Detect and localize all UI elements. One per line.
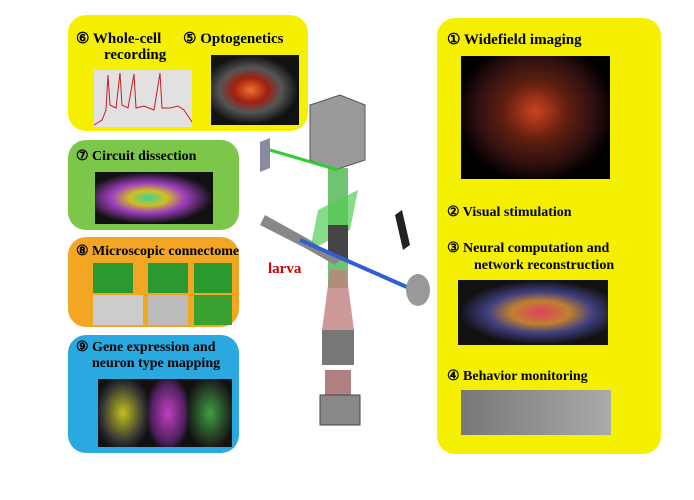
larva-label: larva bbox=[268, 261, 302, 277]
panel-connectome: ⑧ Microscopic connectome bbox=[68, 237, 239, 327]
widefield-image bbox=[461, 56, 610, 179]
connectome-em-image bbox=[148, 295, 188, 325]
gene-title-2: neuron type mapping bbox=[92, 356, 221, 371]
circuit-image bbox=[95, 172, 213, 224]
behavior-title: ④ Behavior monitoring bbox=[447, 369, 588, 384]
panel-circuit-dissection: ⑦ Circuit dissection bbox=[68, 140, 239, 230]
screen bbox=[395, 210, 410, 250]
panel-gene-expression: ⑨ Gene expression and neuron type mappin… bbox=[68, 335, 239, 453]
connectome-image bbox=[194, 263, 232, 293]
gene-image-magenta bbox=[148, 379, 188, 447]
connectome-image bbox=[194, 295, 232, 325]
microscope-diagram bbox=[260, 94, 430, 426]
camera-box bbox=[309, 94, 366, 171]
connectome-em-image bbox=[93, 295, 143, 325]
neural-title: ③ Neural computation and bbox=[447, 241, 610, 256]
laser-beam bbox=[299, 238, 426, 297]
stage-part bbox=[406, 274, 430, 306]
optogenetics-title: ⑤ Optogenetics bbox=[183, 31, 284, 47]
base-camera bbox=[319, 394, 361, 426]
whole-cell-title: ⑥ Whole-cell bbox=[76, 31, 162, 47]
connectome-title: ⑧ Microscopic connectome bbox=[76, 244, 240, 259]
lens-lower bbox=[325, 370, 351, 395]
gene-image-yellow bbox=[98, 379, 148, 447]
connectome-image bbox=[93, 263, 133, 293]
circuit-title: ⑦ Circuit dissection bbox=[76, 149, 197, 164]
behavior-image bbox=[461, 390, 611, 435]
whole-cell-title-2: recording bbox=[104, 47, 167, 63]
objective-top bbox=[328, 225, 348, 260]
neural-title-2: network reconstruction bbox=[474, 258, 615, 273]
voltage-trace-image bbox=[94, 70, 192, 127]
mirror bbox=[260, 138, 270, 172]
network-image bbox=[458, 280, 608, 345]
optogenetics-image bbox=[211, 55, 299, 125]
visual-title: ② Visual stimulation bbox=[447, 205, 572, 220]
panel-right: ① Widefield imaging ② Visual stimulation… bbox=[437, 18, 661, 454]
panel-recording-optogenetics: ⑥ Whole-cell recording ⑤ Optogenetics bbox=[68, 15, 308, 131]
connectome-image bbox=[148, 263, 188, 293]
widefield-title: ① Widefield imaging bbox=[447, 32, 582, 48]
gene-title: ⑨ Gene expression and bbox=[76, 340, 216, 355]
gene-image-green bbox=[188, 379, 232, 447]
lens bbox=[322, 330, 354, 365]
dichroic bbox=[310, 190, 358, 250]
red-beam bbox=[322, 270, 354, 330]
